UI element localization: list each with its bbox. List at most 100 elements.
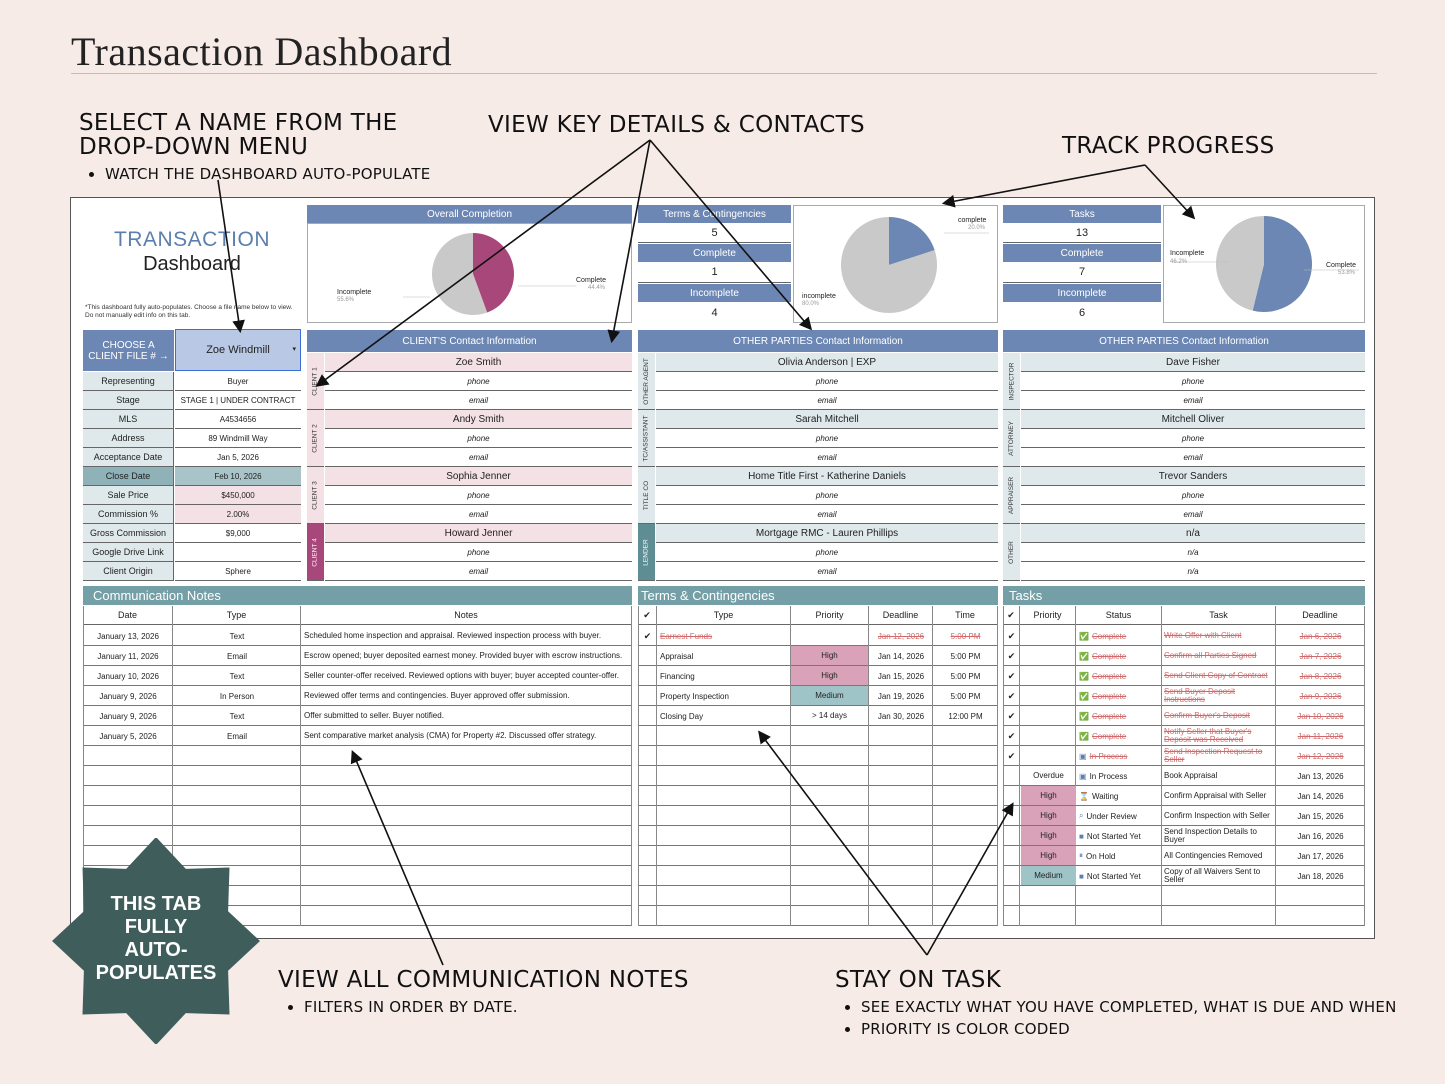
status-icon: ⏸	[1079, 851, 1083, 860]
tasks-gridline-13	[1003, 905, 1365, 906]
clients-email-3[interactable]: email	[325, 562, 632, 581]
detail-value-0: Buyer	[175, 372, 301, 391]
tasks-check-3[interactable]: ✔	[1007, 690, 1016, 701]
pie-slice-0	[1252, 216, 1312, 312]
status-icon: ■	[1079, 831, 1084, 841]
parties2-email-1[interactable]: email	[1021, 448, 1365, 467]
parties2-email-0[interactable]: email	[1021, 391, 1365, 410]
notes-date-1: January 11, 2026	[97, 651, 159, 661]
terms-type-0: Earnest Funds	[660, 631, 713, 641]
tasks-colline-1	[1075, 606, 1076, 926]
detail-label-7: Commission %	[83, 505, 174, 524]
parties1-name-3: Mortgage RMC - Lauren Phillips	[656, 524, 998, 543]
detail-value-2: A4534656	[175, 410, 301, 429]
clients-email-2[interactable]: email	[325, 505, 632, 524]
clients-phone-2[interactable]: phone	[325, 486, 632, 505]
overall-incomplete-label: Incomplete	[337, 289, 372, 296]
terms-type-4: Closing Day	[660, 711, 704, 721]
tasks-check-4[interactable]: ✔	[1007, 710, 1016, 721]
terms-pie-complete-pct: 20.0%	[968, 225, 986, 231]
clients-phone-1[interactable]: phone	[325, 429, 632, 448]
detail-label-2: MLS	[83, 410, 174, 429]
parties2-tab-0: INSPECTOR	[1003, 353, 1020, 410]
callout-notes-bullet: FILTERS IN ORDER BY DATE.	[304, 996, 689, 1018]
client-file-dropdown[interactable]: Zoe Windmill ▾	[175, 329, 301, 371]
tasks-status-7: ▣In Process	[1077, 766, 1162, 786]
detail-label-1: Stage	[83, 391, 174, 410]
notes-text-3: Reviewed offer terms and contingencies. …	[304, 690, 570, 700]
terms-type-2: Financing	[660, 671, 695, 681]
tasks-deadline-9: Jan 15, 2026	[1297, 811, 1344, 821]
notes-gridline-12	[83, 885, 632, 886]
terms-priority-2: High	[791, 666, 868, 685]
tasks-deadline-1: Jan 7, 2026	[1299, 651, 1342, 661]
parties1-email-1[interactable]: email	[656, 448, 998, 467]
tasks-deadline-3: Jan 9, 2026	[1299, 691, 1342, 701]
tasks-check-1[interactable]: ✔	[1007, 650, 1016, 661]
tasks-table-header: Tasks	[1003, 586, 1365, 605]
badge-line-1: THIS TAB	[110, 893, 202, 915]
tasks-task-0: Write Offer with Client	[1164, 630, 1242, 640]
parties2-email-3[interactable]: n/a	[1021, 562, 1365, 581]
overall-header: Overall Completion	[307, 205, 632, 223]
overall-complete-label: Complete	[576, 277, 606, 284]
tasks-summary-header: Tasks	[1003, 205, 1161, 223]
tasks-status-8: ⌛Waiting	[1077, 786, 1162, 806]
parties1-email-2[interactable]: email	[656, 505, 998, 524]
terms-check-0[interactable]: ✔	[643, 630, 652, 641]
status-icon: ✅	[1079, 731, 1089, 741]
status-icon: ⌛	[1079, 791, 1089, 801]
status-icon: ✅	[1079, 631, 1089, 641]
tasks-check-5[interactable]: ✔	[1007, 730, 1016, 741]
notes-type-2: Text	[229, 671, 245, 681]
parties1-email-0[interactable]: email	[656, 391, 998, 410]
clients-name-0: Zoe Smith	[325, 353, 632, 372]
tasks-status-label-10: Not Started Yet	[1086, 831, 1141, 841]
parties2-name-2: Trevor Sanders	[1021, 467, 1365, 486]
parties2-tab-2: APPRAISER	[1003, 467, 1020, 524]
parties2-phone-1[interactable]: phone	[1021, 429, 1365, 448]
tasks-check-0[interactable]: ✔	[1007, 630, 1016, 641]
tasks-gridline-12	[1003, 885, 1365, 886]
tasks-gridline-5	[1003, 745, 1365, 746]
tasks-gridline-7	[1003, 785, 1365, 786]
parties1-phone-2[interactable]: phone	[656, 486, 998, 505]
notes-type-4: Text	[229, 711, 245, 721]
clients-tab-1: CLIENT 2	[307, 410, 324, 467]
parties1-tab-2: TITLE CO	[638, 467, 655, 524]
tasks-pie	[1216, 216, 1312, 312]
parties2-phone-2[interactable]: phone	[1021, 486, 1365, 505]
clients-phone-3[interactable]: phone	[325, 543, 632, 562]
tasks-priority-10: High	[1021, 826, 1076, 845]
parties2-email-2[interactable]: email	[1021, 505, 1365, 524]
terms-time-0: 5:00 PM	[950, 631, 981, 641]
chevron-down-icon[interactable]: ▾	[292, 346, 296, 353]
clients-name-2: Sophia Jenner	[325, 467, 632, 486]
clients-email-0[interactable]: email	[325, 391, 632, 410]
page-title: Transaction Dashboard	[71, 29, 453, 74]
tasks-status-9: ⌕Under Review	[1077, 806, 1162, 826]
parties1-phone-0[interactable]: phone	[656, 372, 998, 391]
parties2-phone-3[interactable]: n/a	[1021, 543, 1365, 562]
notes-type-3: In Person	[219, 691, 255, 701]
notes-date-2: January 10, 2026	[97, 671, 159, 681]
terms-leftline	[638, 606, 639, 926]
status-icon: ▣	[1079, 751, 1087, 761]
notes-gridline-3	[83, 705, 632, 706]
terms-colline-4	[997, 606, 998, 926]
tasks-check-6[interactable]: ✔	[1007, 750, 1016, 761]
parties1-phone-1[interactable]: phone	[656, 429, 998, 448]
terms-colline-2	[868, 606, 869, 926]
clients-phone-0[interactable]: phone	[325, 372, 632, 391]
badge-line-4: POPULATES	[95, 962, 217, 984]
tasks-check-2[interactable]: ✔	[1007, 670, 1016, 681]
clients-email-1[interactable]: email	[325, 448, 632, 467]
parties2-phone-0[interactable]: phone	[1021, 372, 1365, 391]
terms-incomplete-count: 4	[711, 306, 718, 319]
parties1-name-2: Home Title First - Katherine Daniels	[656, 467, 998, 486]
parties1-email-3[interactable]: email	[656, 562, 998, 581]
parties1-phone-3[interactable]: phone	[656, 543, 998, 562]
tasks-status-label-8: Waiting	[1091, 791, 1119, 801]
terms-gridline-1	[638, 665, 998, 666]
tasks-status-label-0: Complete	[1091, 631, 1127, 641]
